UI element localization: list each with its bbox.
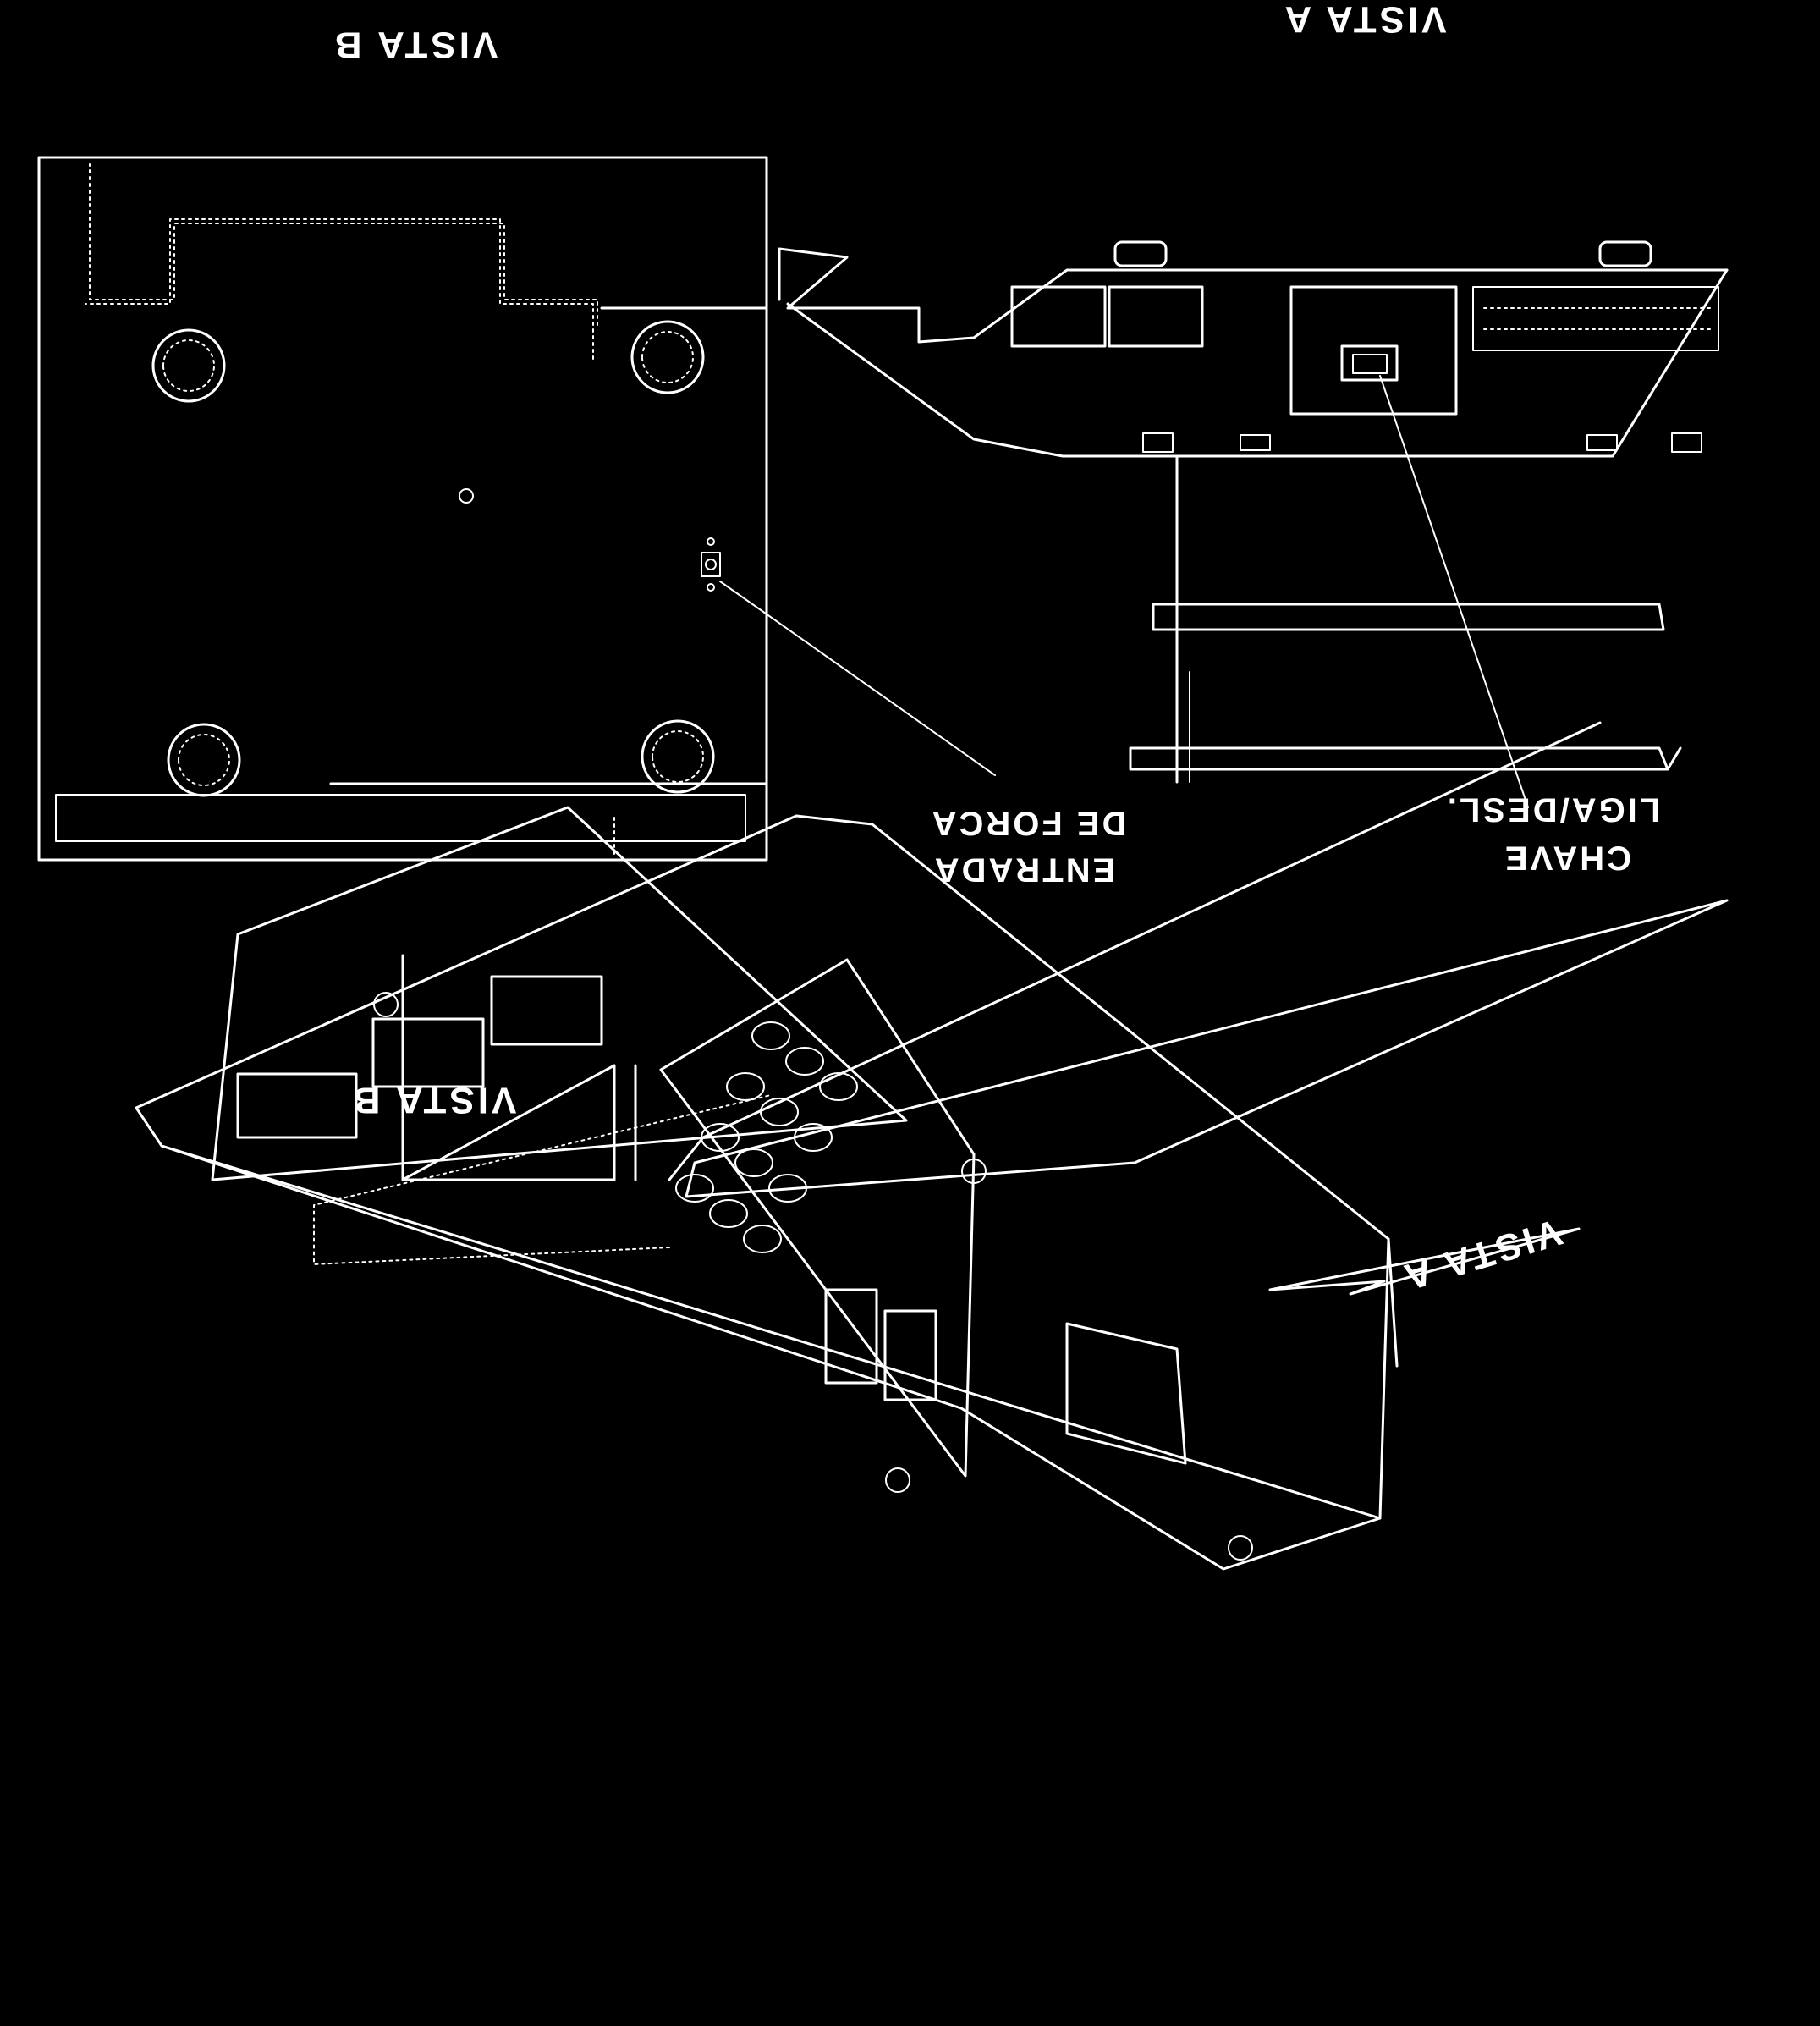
iso-display-panel <box>211 806 908 1181</box>
view-b-top-label: VISTA B <box>332 24 498 65</box>
key <box>734 1148 773 1177</box>
view-a-marker-label: VISTA A <box>1396 1211 1566 1299</box>
bottom-view-outline <box>37 156 768 862</box>
key <box>726 1072 765 1101</box>
leveling-knob <box>1113 240 1168 267</box>
view-a-arrow <box>1268 1227 1581 1296</box>
key <box>701 1123 740 1152</box>
bottom-view-recess <box>85 218 615 855</box>
side-foot <box>1240 434 1271 451</box>
center-screw <box>459 488 474 504</box>
iso-side-module <box>824 1288 878 1385</box>
iso-foot <box>961 1159 987 1184</box>
side-view-switch-box <box>1289 285 1458 416</box>
view-b-marker-label: VISTA B <box>350 1079 517 1120</box>
iso-weighing-pan <box>685 899 1729 1198</box>
on-off-switch <box>1340 344 1399 382</box>
key <box>785 1047 824 1076</box>
power-input-label-line2: DE FORCA <box>930 804 1127 841</box>
leveling-knob <box>1598 240 1652 267</box>
side-view-label-panel <box>1472 286 1719 351</box>
side-view-module <box>1010 285 1107 348</box>
on-off-switch-rocker <box>1352 354 1388 374</box>
power-input-pin <box>707 583 715 592</box>
iso-side-module <box>883 1309 937 1401</box>
iso-display-window <box>236 1072 358 1139</box>
key <box>709 1199 748 1228</box>
iso-foot <box>373 992 399 1017</box>
rubber-foot <box>641 719 715 794</box>
side-view-scale <box>329 240 1729 808</box>
power-input-label-line1: ENTRADA <box>932 851 1116 888</box>
bottom-view-scale <box>37 156 996 862</box>
iso-display-window <box>371 1017 485 1088</box>
rubber-feet <box>151 320 715 797</box>
switch-label-line1: CHAVE <box>1503 839 1631 876</box>
rubber-foot <box>167 723 241 797</box>
bottom-view-recess-outline <box>89 163 598 326</box>
side-foot <box>1142 432 1174 453</box>
key <box>675 1174 714 1203</box>
view-a-marker <box>1268 1227 1581 1296</box>
iso-display-window <box>490 975 603 1046</box>
rubber-foot-detail <box>652 730 704 783</box>
view-b-arrow <box>401 1064 616 1181</box>
bottom-view-inner-rim <box>55 794 746 842</box>
view-b-marker <box>401 954 637 1181</box>
key <box>743 1225 782 1253</box>
rubber-foot <box>630 320 705 394</box>
side-foot <box>1671 432 1702 453</box>
iso-body-outline <box>135 814 1390 1520</box>
weighing-plate-lower <box>1129 746 1682 771</box>
rubber-foot <box>151 328 226 403</box>
switch-label-line2: LIGA/DESL. <box>1445 790 1660 828</box>
key <box>751 1021 790 1050</box>
key <box>819 1072 858 1101</box>
weighing-plate-upper <box>1152 603 1665 631</box>
side-view-body-top <box>778 247 1729 344</box>
iso-body-front <box>1387 1237 1399 1368</box>
iso-pan-dotted <box>313 1094 772 1265</box>
iso-body-lower <box>160 1144 1382 1571</box>
switch-leader <box>1379 375 1529 808</box>
rubber-foot-detail <box>178 734 230 786</box>
side-view-body <box>786 268 1729 458</box>
power-input-pin <box>705 559 717 570</box>
isometric-scale <box>135 721 1729 1571</box>
leveling-knobs <box>1113 240 1702 453</box>
power-input-socket <box>701 552 721 577</box>
power-input-pin <box>707 537 715 546</box>
iso-foot <box>885 1467 910 1493</box>
rubber-foot-detail <box>641 331 694 383</box>
iso-foot <box>1228 1535 1253 1561</box>
power-input-leader <box>719 581 996 776</box>
view-a-top-label: VISTA A <box>1281 0 1446 40</box>
side-foot <box>1586 434 1618 451</box>
iso-switch-box <box>1065 1322 1187 1465</box>
iso-pan-edge <box>668 721 1602 1181</box>
iso-keypad-outline <box>659 958 976 1478</box>
side-view-module <box>1108 285 1204 348</box>
rubber-foot-detail <box>162 339 215 392</box>
